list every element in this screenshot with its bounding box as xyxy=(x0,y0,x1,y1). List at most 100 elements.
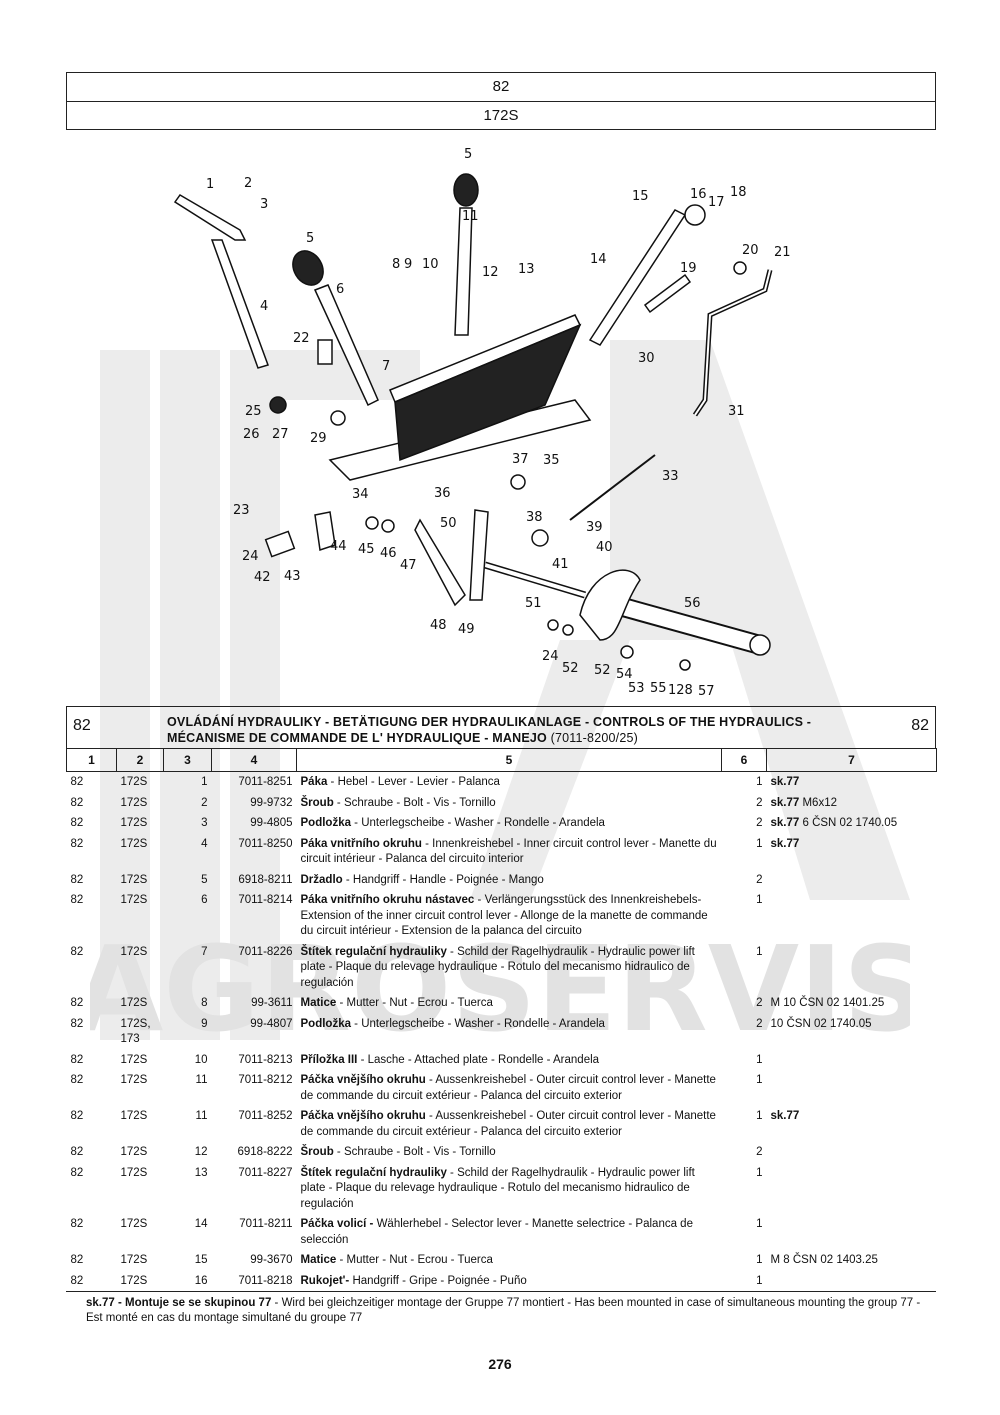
cell-quantity: 2 xyxy=(756,873,763,886)
cell-model: 172S xyxy=(120,1146,148,1158)
cell-quantity: 2 xyxy=(756,796,763,809)
part-name-translations: - Schild der Ragelhydraulik - Hydraulic … xyxy=(300,1166,695,1210)
cell-group: 82 xyxy=(70,796,84,809)
cell-group: 82 xyxy=(70,997,84,1009)
cell-group: 82 xyxy=(70,1254,84,1266)
cell-group: 82 xyxy=(70,817,84,829)
part-name-translations: Wählerhebel - Selector lever - Manette s… xyxy=(300,1218,693,1246)
cell-quantity: 1 xyxy=(756,1166,763,1179)
cell-description: Držadlo - Handgriff - Handle - Poignée -… xyxy=(297,870,722,891)
cell-quantity: 1 xyxy=(756,776,763,788)
part-name-translations: - Innenkreishebel - Inner circuit contro… xyxy=(300,837,717,866)
callout-label: 16 xyxy=(690,187,707,202)
cell-model: 172S xyxy=(120,894,148,906)
note-group-ref: sk.77 xyxy=(770,837,800,850)
callout-label: 4 xyxy=(260,299,268,314)
cell-description: Páčka volicí - Wählerhebel - Selector le… xyxy=(297,1214,722,1250)
cell-quantity: 1 xyxy=(756,1254,763,1266)
cell-group: 82 xyxy=(70,1053,84,1066)
cell-description: Rukojet'- Handgriff - Gripe - Poignée - … xyxy=(297,1271,722,1292)
cell-description: Šroub - Schraube - Bolt - Vis - Tornillo xyxy=(297,1142,722,1163)
cell-part-number: 7011-8218 xyxy=(238,1274,293,1287)
cell-note xyxy=(767,870,937,891)
part-name-translations: - Mutter - Nut - Ecrou - Tuerca xyxy=(336,997,493,1009)
cell-quantity: 1 xyxy=(756,837,763,850)
cell-position: 13 xyxy=(194,1166,208,1179)
callout-label: 31 xyxy=(728,404,745,419)
page-number: 276 xyxy=(488,1356,512,1372)
cell-quantity: 1 xyxy=(756,945,763,958)
cell-part-number: 7011-8214 xyxy=(238,894,293,906)
part-name-cz: Matice xyxy=(300,1254,337,1266)
cell-quantity: 1 xyxy=(756,1274,763,1287)
callout-label: 36 xyxy=(434,486,451,501)
cell-model: 172S xyxy=(120,1110,148,1122)
cell-group: 82 xyxy=(70,1166,84,1179)
callout-label: 17 xyxy=(708,195,725,210)
callout-label: 50 xyxy=(440,516,457,531)
cell-description: Páčka vnějšího okruhu - Aussenkreishebel… xyxy=(297,1070,722,1106)
callout-label: 43 xyxy=(284,569,301,584)
part-name-translations: - Aussenkreishebel - Outer circuit contr… xyxy=(300,1074,716,1102)
callout-label: 52 xyxy=(594,663,611,678)
part-name-translations: - Schraube - Bolt - Vis - Tornillo xyxy=(333,796,496,809)
parts-exploded-diagram: 1 2 3 4 5 5 6 7 8 9 10 11 12 13 14 15 16… xyxy=(173,147,791,699)
note-text: 6 ČSN 02 1740.05 xyxy=(799,817,898,829)
cell-description: Páka vnitřního okruhu nástavec - Verläng… xyxy=(297,890,722,942)
table-header-row: 1 2 3 4 5 6 7 xyxy=(66,748,937,772)
cell-part-number: 99-9732 xyxy=(250,796,293,809)
footnote-text: - Wird bei gleichzeitiger montage der Gr… xyxy=(86,1297,921,1324)
part-name-cz: Štítek regulační hydrauliky xyxy=(300,945,447,958)
diagram-callouts: 1 2 3 4 5 5 6 7 8 9 10 11 12 13 14 15 16… xyxy=(206,147,791,699)
cell-model: 172S xyxy=(120,817,148,829)
cell-position: 2 xyxy=(201,796,208,809)
section-model-code: (7011-8200/25) xyxy=(550,731,638,745)
part-name-cz: Matice xyxy=(300,997,337,1009)
column-header: 2 xyxy=(116,748,164,772)
cell-note xyxy=(767,1163,937,1215)
cell-group: 82 xyxy=(70,776,84,788)
part-name-translations: - Unterlegscheibe - Washer - Rondelle - … xyxy=(350,817,605,829)
cell-position: 14 xyxy=(194,1218,208,1230)
callout-label: 11 xyxy=(462,209,479,224)
part-name-cz: Páčka volicí - xyxy=(300,1218,374,1230)
cell-description: Šroub - Schraube - Bolt - Vis - Tornillo xyxy=(297,793,722,814)
callout-label: 48 xyxy=(430,618,447,633)
cell-group: 82 xyxy=(70,873,84,886)
cell-group: 82 xyxy=(70,1218,84,1230)
note-text: M6x12 xyxy=(799,796,837,809)
column-header: 7 xyxy=(766,748,937,772)
section-title-text: OVLÁDÁNÍ HYDRAULIKY - BETÄTIGUNG DER HYD… xyxy=(167,715,812,745)
cell-position: 7 xyxy=(201,945,208,958)
cell-note: sk.77 xyxy=(767,1106,937,1142)
cell-model: 172S xyxy=(120,1053,148,1066)
callout-label: 14 xyxy=(590,252,607,267)
section-title-bar: 82 OVLÁDÁNÍ HYDRAULIKY - BETÄTIGUNG DER … xyxy=(66,706,936,748)
cell-part-number: 6918-8222 xyxy=(237,1146,293,1158)
note-group-ref: sk.77 xyxy=(770,1110,800,1122)
callout-label: 26 xyxy=(243,427,260,442)
callout-label: 1 xyxy=(206,177,214,192)
callout-label: 13 xyxy=(518,262,535,277)
cell-position: 9 xyxy=(201,1017,208,1030)
callout-label: 18 xyxy=(730,185,747,200)
note-group-ref: sk.77 xyxy=(770,776,800,788)
callout-label: 35 xyxy=(543,453,560,468)
callout-label: 37 xyxy=(512,452,529,467)
cell-description: Podložka - Unterlegscheibe - Washer - Ro… xyxy=(297,1014,722,1050)
callout-label: 20 xyxy=(742,243,759,258)
callout-label: 51 xyxy=(525,596,542,611)
callout-label: 10 xyxy=(422,257,439,272)
part-name-translations: - Schraube - Bolt - Vis - Tornillo xyxy=(333,1146,496,1158)
callout-label: 6 xyxy=(336,282,344,297)
callout-label: 7 xyxy=(382,359,390,374)
cell-group: 82 xyxy=(70,894,84,906)
part-name-cz: Šroub xyxy=(300,1146,334,1158)
